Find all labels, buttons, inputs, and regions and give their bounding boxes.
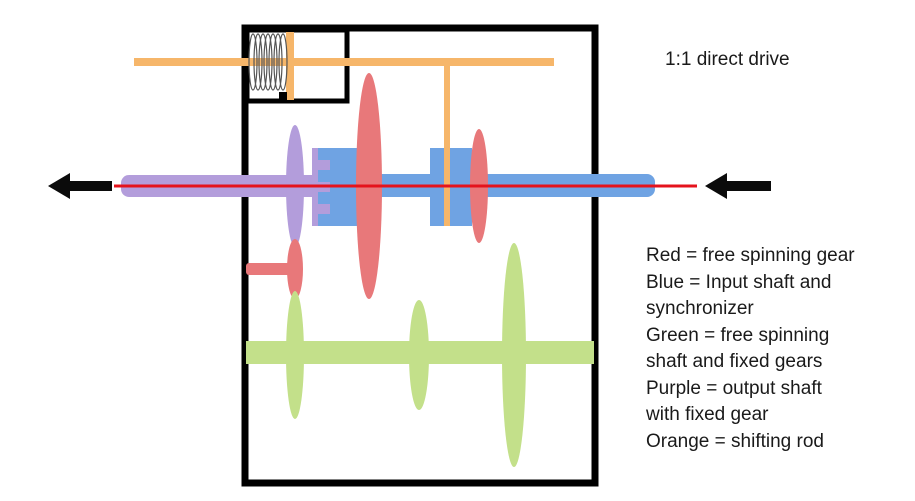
diagram-title: 1:1 direct drive xyxy=(665,49,790,70)
detent-ball xyxy=(279,92,287,100)
legend-line-purple-cont: with fixed gear xyxy=(646,404,769,425)
legend-line-red: Red = free spinning gear xyxy=(646,245,855,266)
idler-gear xyxy=(287,239,303,299)
detent-spring xyxy=(248,33,288,91)
countershaft-gear-1 xyxy=(286,291,304,419)
output-arrow-icon xyxy=(48,173,112,199)
legend-line-orange: Orange = shifting rod xyxy=(646,430,824,452)
idler-stub-shaft xyxy=(246,263,294,275)
input-arrow-icon xyxy=(705,173,771,199)
gearbox-housing xyxy=(241,24,599,487)
legend-line-purple: Purple = output shaft xyxy=(646,377,822,399)
shift-rod-collar xyxy=(286,32,294,100)
legend-line-green-cont: shaft and fixed gears xyxy=(646,351,823,372)
shift-fork-stem xyxy=(444,62,450,226)
legend-line-blue-cont: synchronizer xyxy=(646,298,754,319)
countershaft-gear-3 xyxy=(502,243,526,467)
legend: Red = free spinning gear Blue = Input sh… xyxy=(646,243,855,455)
legend-line-green: Green = free spinning xyxy=(646,324,830,346)
legend-line-blue: Blue = Input shaft and xyxy=(646,271,832,293)
countershaft-gear-2 xyxy=(409,300,429,410)
shifting-rod xyxy=(134,58,554,66)
